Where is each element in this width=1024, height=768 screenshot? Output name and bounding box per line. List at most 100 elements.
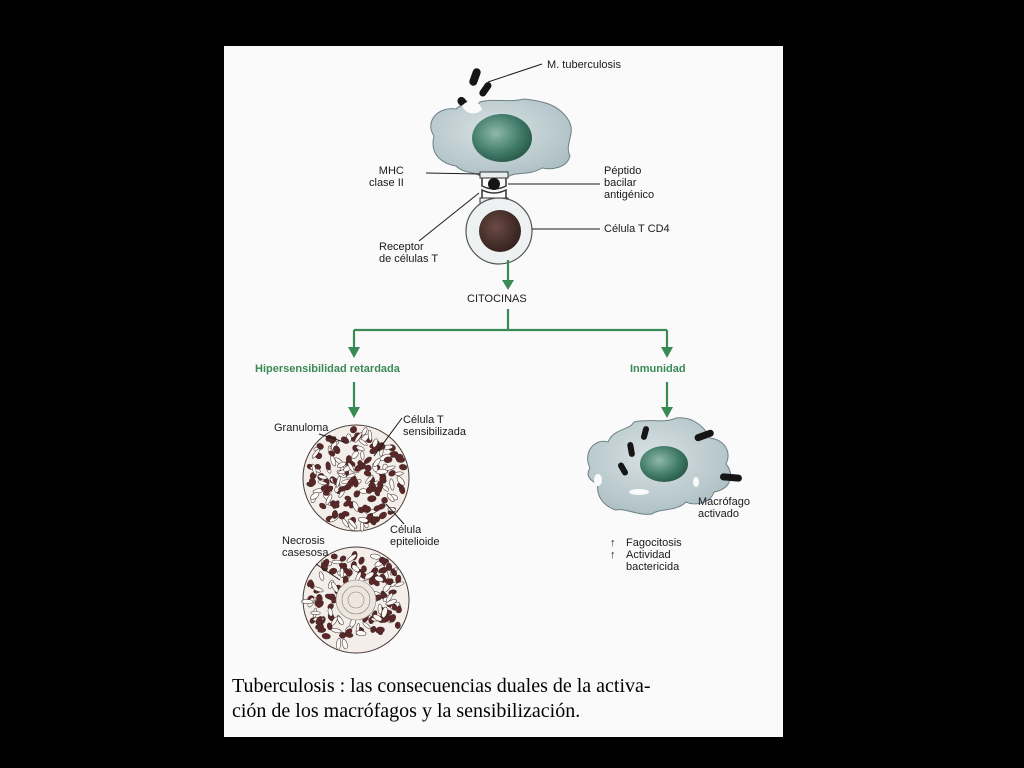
epithelioid-cell <box>355 630 367 637</box>
lymphocyte-cell <box>388 470 396 477</box>
lymphocyte-cell <box>384 578 393 585</box>
effect-actividad-text: Actividad <box>626 549 671 561</box>
label-macrofago-activado: Macrófago activado <box>698 496 750 520</box>
lymphocyte-cell <box>373 505 381 512</box>
label-peptido-line3: antigénico <box>604 189 655 201</box>
label-celula-epit: Célula epitelioide <box>390 524 440 548</box>
label-granuloma: Granuloma <box>274 422 329 434</box>
epithelioid-cell <box>351 450 359 459</box>
epithelioid-cell <box>364 571 375 580</box>
label-mhc-line1: MHC <box>378 165 404 177</box>
label-celula-t-cd4: Célula T CD4 <box>604 223 670 235</box>
pointer-celula-epit <box>385 503 405 525</box>
lymphocyte-cell <box>359 462 366 470</box>
epithelioid-cell <box>365 475 374 484</box>
label-celula-epit-line2: epitelioide <box>390 536 440 548</box>
lymphocyte-cell <box>353 490 361 498</box>
label-receptor-line2: de células T <box>379 253 439 265</box>
epithelioid-cell <box>310 610 321 615</box>
label-peptido-line1: Péptido <box>604 165 642 177</box>
epithelioid-cell <box>301 599 314 604</box>
epithelioid-cell <box>372 614 383 622</box>
epithelioid-cell <box>336 637 341 651</box>
label-celula-epit-line1: Célula <box>390 524 422 536</box>
lymphocyte-cell <box>316 443 324 450</box>
label-receptor: Receptor de células T <box>379 241 438 265</box>
diagram-artwork <box>301 63 742 654</box>
label-celula-t-sens-line2: sensibilizada <box>403 426 466 438</box>
epithelioid-cell <box>310 492 320 500</box>
lymphocyte-cell <box>328 450 336 457</box>
epithelioid-cell <box>367 429 373 442</box>
lymphocyte-cell <box>395 456 406 463</box>
label-macrofago-line2: activado <box>698 508 739 520</box>
activated-nucleus <box>640 446 688 482</box>
lymphocyte-cell <box>307 579 313 588</box>
epithelioid-cell <box>341 639 348 650</box>
necrosis-granuloma <box>301 546 410 654</box>
effect-fagocitosis-text: Fagocitosis <box>626 537 682 549</box>
label-celula-t-sens: Célula T sensibilizada <box>403 414 466 438</box>
lymphocyte-cell <box>341 511 350 517</box>
lymphocyte-cell <box>332 511 338 519</box>
pointer-granuloma <box>318 433 345 443</box>
lymphocyte-cell <box>394 621 401 629</box>
lymphocyte-cell <box>369 448 377 455</box>
up-arrow-icon: ↑ <box>610 537 616 549</box>
lymphocyte-cell <box>350 426 357 434</box>
epithelioid-cell <box>374 575 384 583</box>
epithelioid-cell <box>386 493 395 502</box>
lymphocyte-cell <box>309 477 316 486</box>
label-m-tuberculosis: M. tuberculosis <box>547 59 621 71</box>
granuloma-cells <box>306 426 408 532</box>
label-receptor-line1: Receptor <box>379 241 424 253</box>
lymphocyte-cell <box>316 594 323 603</box>
lymphocyte-cell <box>344 495 352 502</box>
lymphocyte-cell <box>371 516 377 524</box>
lymphocyte-cell <box>374 489 380 497</box>
label-peptido: Péptido bacilar antigénico <box>604 165 654 201</box>
label-mhc: MHC clase II <box>369 165 404 189</box>
lymphocyte-cell <box>367 495 377 503</box>
pointer-necrosis <box>315 563 341 581</box>
epithelioid-cell <box>372 438 379 448</box>
pointer-receptor <box>418 192 480 242</box>
lymphocyte-cell <box>380 592 388 598</box>
lymphocyte-cell <box>333 445 341 454</box>
lymphocyte-cell <box>399 464 408 471</box>
epithelioid-cell <box>330 628 342 634</box>
epithelioid-cell <box>372 458 381 467</box>
epithelioid-cell <box>394 471 404 476</box>
epithelioid-cell <box>394 581 405 587</box>
lymphocyte-cell <box>375 626 385 634</box>
epithelioid-cell <box>362 621 371 630</box>
flow-arrows <box>348 260 673 418</box>
lymphocyte-cell <box>316 600 324 608</box>
epithelioid-cell <box>317 474 328 480</box>
epithelioid-cell <box>354 432 363 443</box>
epithelioid-cell <box>331 559 343 565</box>
lymphocyte-cell <box>357 507 365 514</box>
lymphocyte-cell <box>315 616 323 625</box>
lymphocyte-cell <box>352 478 359 488</box>
lymphocyte-cell <box>377 481 384 490</box>
label-mhc-line2: clase II <box>369 177 404 189</box>
internal-bacilli <box>594 426 742 495</box>
label-peptido-line2: bacilar <box>604 177 637 189</box>
slide-caption: Tuberculosis : las consecuencias duales … <box>232 674 780 724</box>
epithelioid-cell <box>358 517 369 523</box>
caption-line1: Tuberculosis : las consecuencias duales … <box>232 675 651 697</box>
epithelioid-cell <box>385 599 397 606</box>
epithelioid-cell <box>336 615 344 626</box>
up-arrow-icon: ↑ <box>610 549 616 561</box>
label-celula-t-sens-line1: Célula T <box>403 414 444 426</box>
epithelioid-cell <box>318 571 325 581</box>
lymphocyte-cell <box>385 562 393 571</box>
lymphocyte-cell <box>381 497 388 504</box>
label-inmunidad: Inmunidad <box>630 363 686 375</box>
lymphocyte-cell <box>358 556 365 565</box>
epithelioid-cell <box>396 476 405 486</box>
effect-bactericida-text: bactericida <box>626 561 680 573</box>
epithelioid-cell <box>348 518 358 529</box>
necrosis-cells <box>301 551 405 651</box>
